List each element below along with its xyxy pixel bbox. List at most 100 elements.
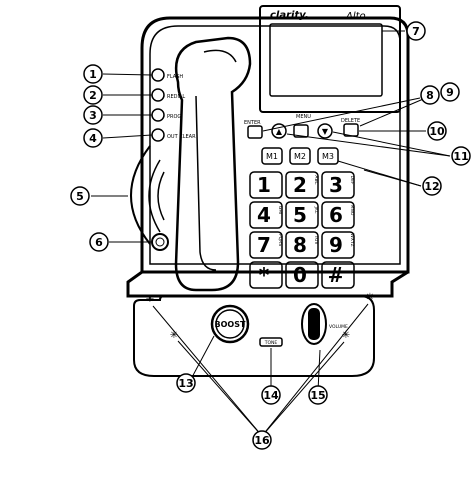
callout-circle: [451, 146, 471, 166]
callout-circle: [308, 385, 328, 405]
enter-button[interactable]: [247, 125, 263, 139]
callout-circle: [83, 128, 103, 148]
keypad-key[interactable]: #: [321, 261, 355, 289]
led-icon-right-top: ✳: [366, 292, 374, 303]
keypad-key[interactable]: *: [249, 261, 283, 289]
callout-circle: [176, 373, 196, 393]
keypad-key-frame: [249, 171, 283, 199]
speaker-grille: [130, 145, 165, 245]
callout-circle: [440, 82, 460, 102]
callout-13: 13: [176, 373, 196, 393]
keypad-letters: PQRS: [277, 234, 283, 246]
callout-number: 15: [310, 389, 325, 402]
keypad-letters: GHI: [277, 206, 283, 214]
keypad-letters: ABC: [313, 175, 319, 184]
keypad-key[interactable]: 4 GHI: [249, 201, 283, 229]
volume-control[interactable]: [301, 303, 327, 345]
tone-button[interactable]: [259, 337, 283, 347]
keypad-key-frame: [321, 231, 355, 259]
volume-wheel[interactable]: [308, 308, 320, 340]
m2-button[interactable]: [289, 147, 311, 165]
callout-circle: [83, 85, 103, 105]
callout-16: 16: [252, 430, 272, 450]
menu-label: MENU: [296, 114, 311, 120]
keypad-digit: 3: [329, 173, 343, 197]
keypad-letters: DEF: [349, 176, 355, 185]
callout-number: 2: [89, 89, 97, 102]
m3-label: M3: [322, 152, 334, 161]
keypad-digit: 7: [257, 233, 271, 257]
callout-circle: [89, 232, 109, 252]
keypad-digit: 5: [293, 203, 307, 227]
tone-label: TONE: [264, 340, 278, 346]
prog-button[interactable]: [151, 108, 165, 122]
m2-label: M2: [294, 152, 306, 161]
callout-7: 7: [406, 21, 426, 41]
keypad-key[interactable]: 0: [285, 261, 319, 289]
led-icon-right-bottom: ✳: [342, 330, 350, 341]
callout-3: 3: [83, 105, 103, 125]
led-indicators: ✳ ✳ ✳ ✳: [146, 292, 374, 341]
callout-number: 8: [426, 89, 434, 102]
callout-number: 9: [446, 86, 454, 99]
enter-label: ENTER: [244, 120, 261, 126]
redial-button[interactable]: [151, 88, 165, 102]
keypad-key-frame: [249, 231, 283, 259]
callout-circle: [420, 85, 440, 105]
speakerphone-button-inner: [155, 237, 165, 247]
boost-button[interactable]: [210, 304, 250, 344]
down-arrow-icon: ▼: [322, 127, 329, 136]
side-label-flash: FLASH: [167, 74, 183, 80]
speakerphone-button[interactable]: [151, 233, 169, 251]
callout-number: 12: [424, 180, 439, 193]
m3-button[interactable]: [317, 147, 339, 165]
keypad-key-frame: [321, 201, 355, 229]
callout-14: 14: [261, 385, 281, 405]
callout-number: 14: [263, 389, 279, 402]
flash-button[interactable]: [151, 68, 165, 82]
callout-number: 6: [95, 236, 103, 249]
down-arrow-button[interactable]: [317, 123, 333, 139]
keypad-key-frame: [321, 171, 355, 199]
keypad-letters: MNO: [349, 205, 355, 216]
side-label-out-clear: OUT CLEAR: [167, 134, 196, 140]
keypad-key[interactable]: 1: [249, 171, 283, 199]
boost-button-ring: [215, 309, 245, 339]
menu-button[interactable]: [293, 124, 309, 138]
keypad-key[interactable]: 2 ABC: [285, 171, 319, 199]
lcd-display-panel: clarity. Alto: [259, 5, 401, 113]
callout-circle: [83, 64, 103, 84]
keypad-key-frame: [285, 231, 319, 259]
callout-2: 2: [83, 85, 103, 105]
callout-lines: [91, 30, 451, 437]
keypad-key[interactable]: 3 DEF: [321, 171, 355, 199]
keypad-digit: 4: [257, 203, 271, 227]
callout-1: 1: [83, 64, 103, 84]
callout-10: 10: [427, 121, 447, 141]
callout-number: 1: [89, 68, 97, 81]
callout-8: 8: [420, 85, 440, 105]
phone-base: [133, 295, 375, 377]
lcd-screen: [269, 23, 383, 97]
callout-number: 16: [254, 434, 270, 447]
out-clear-button[interactable]: [151, 128, 165, 142]
keypad-key[interactable]: 7 PQRS: [249, 231, 283, 259]
callout-number: 7: [412, 25, 420, 38]
callout-number: 4: [89, 132, 97, 145]
model-name: Alto: [345, 11, 366, 22]
m1-button[interactable]: [261, 147, 283, 165]
callout-15: 15: [308, 385, 328, 405]
up-arrow-button[interactable]: [271, 123, 287, 139]
callout-6: 6: [89, 232, 109, 252]
side-label-prog: PROG: [167, 114, 181, 120]
keypad-digit: 2: [293, 173, 307, 197]
nav-button-row: ENTER MENU DELETE ▲ ▼: [244, 114, 360, 139]
volume-label: VOLUME: [329, 324, 348, 330]
base-controls: BOOST TONE VOLUME: [210, 303, 348, 347]
